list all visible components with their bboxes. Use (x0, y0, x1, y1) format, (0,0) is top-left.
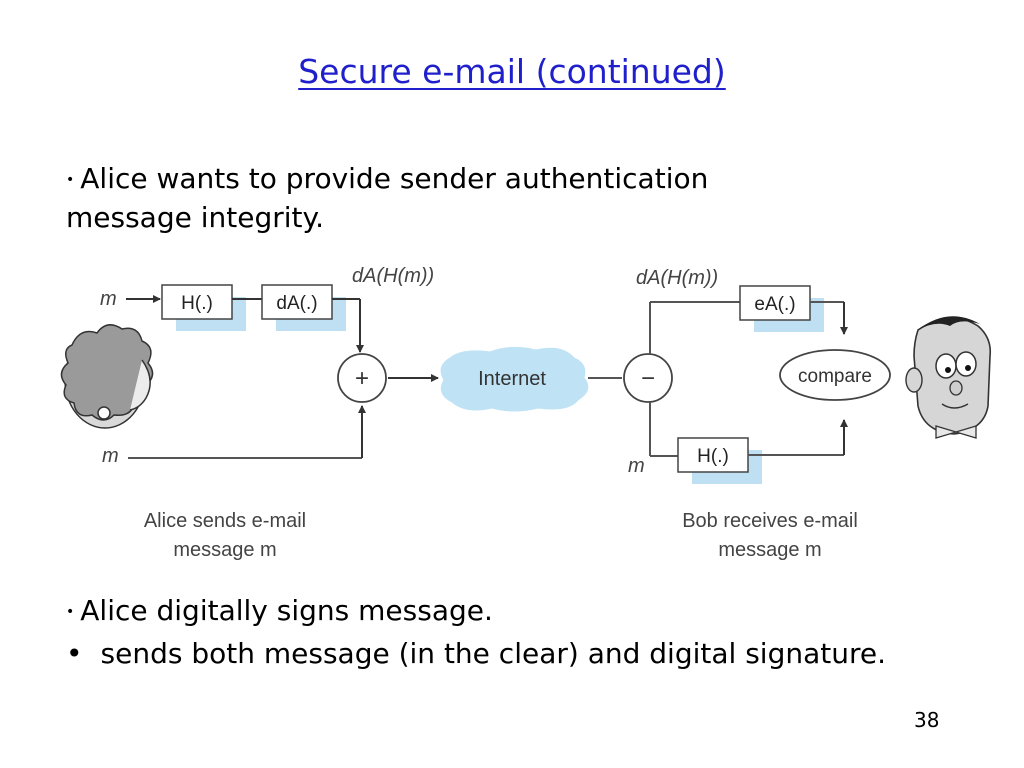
bullet-icon: • (66, 604, 75, 620)
bob-signature-label: dA(H(m)) (636, 267, 718, 289)
alice-figure (60, 324, 154, 429)
svg-text:message m: message m (173, 539, 276, 561)
bob-caption: Bob receives e-mail message m (682, 510, 858, 561)
alice-m-top-label: m (100, 288, 117, 310)
bullet-icon: • (66, 172, 75, 188)
svg-text:H(.): H(.) (697, 446, 729, 467)
alice-plus-node: + (337, 353, 387, 403)
alice-caption: Alice sends e-mail message m (144, 510, 306, 561)
bob-verify-box: eA(.) (739, 285, 824, 332)
internet-cloud: Internet (440, 346, 589, 412)
svg-text:−: − (641, 365, 655, 392)
svg-text:eA(.): eA(.) (754, 294, 795, 315)
point-2: •sends both message (in the clear) and d… (66, 637, 886, 670)
alice-sign-box: dA(.) (261, 284, 346, 331)
bob-m-label: m (628, 455, 645, 477)
intro-text: •Alice wants to provide sender authentic… (66, 160, 708, 237)
point-1: •Alice digitally signs message. (66, 594, 493, 627)
slide-title: Secure e-mail (continued) (298, 52, 726, 91)
bottom-points: •Alice digitally signs message. •sends b… (66, 590, 886, 675)
bullet-icon: • (66, 637, 83, 670)
bob-hash-box: H(.) (677, 437, 762, 484)
svg-text:dA(.): dA(.) (276, 293, 317, 314)
svg-text:Internet: Internet (478, 368, 546, 390)
svg-text:H(.): H(.) (181, 293, 213, 314)
alice-m-bottom-label: m (102, 445, 119, 467)
svg-text:Bob receives e-mail: Bob receives e-mail (682, 510, 858, 532)
compare-node: compare (779, 349, 891, 401)
page-number: 38 (914, 708, 940, 732)
alice-hash-box: H(.) (161, 284, 246, 331)
intro-line-1: •Alice wants to provide sender authentic… (66, 162, 709, 195)
svg-text:message m: message m (718, 539, 821, 561)
bob-figure (905, 316, 992, 439)
intro-line-2: message integrity. (66, 201, 324, 234)
svg-text:Alice sends e-mail: Alice sends e-mail (144, 510, 306, 532)
svg-text:+: + (355, 365, 369, 392)
bob-minus-node: − (623, 353, 673, 403)
svg-text:compare: compare (798, 366, 872, 387)
alice-signature-label: dA(H(m)) (352, 265, 434, 287)
